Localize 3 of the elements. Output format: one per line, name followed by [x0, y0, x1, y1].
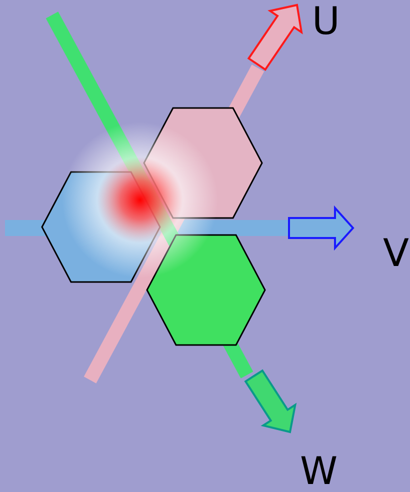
axis-label: W	[300, 452, 338, 490]
axis-label: U	[312, 2, 340, 40]
axis-label: V	[383, 234, 409, 272]
